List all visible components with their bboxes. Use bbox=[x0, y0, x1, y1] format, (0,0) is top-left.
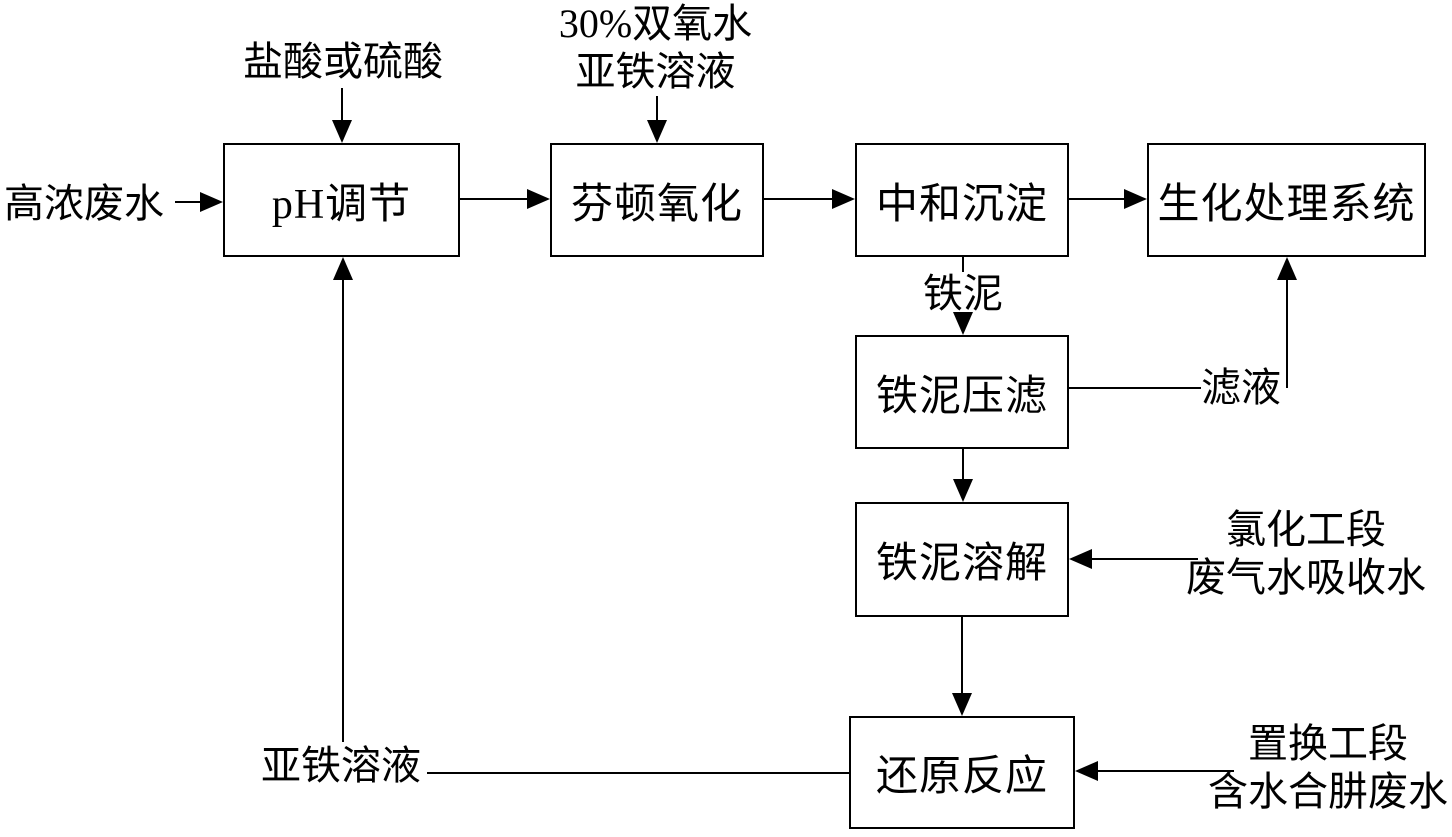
arrowhead-into-reduction bbox=[952, 693, 972, 716]
label-displacement-feed-line1: 置换工段 bbox=[1248, 721, 1408, 766]
connector-chlorination-shaft bbox=[1092, 558, 1198, 560]
box-iron-mud-dissolve: 铁泥溶解 bbox=[855, 502, 1069, 617]
connector-press-to-filtrate bbox=[1069, 387, 1201, 389]
label-acid-feed: 盐酸或硫酸 bbox=[243, 39, 443, 84]
connector-reduction-to-ferrous bbox=[427, 772, 849, 774]
box-iron-mud-dissolve-label: 铁泥溶解 bbox=[875, 541, 1048, 587]
box-fenton-oxidation: 芬顿氧化 bbox=[550, 143, 764, 257]
connector-ph-to-fenton bbox=[460, 198, 528, 200]
arrowhead-influent-into-ph bbox=[200, 192, 223, 212]
connector-fenton-to-neutral bbox=[764, 198, 833, 200]
box-iron-mud-press: 铁泥压滤 bbox=[855, 335, 1069, 449]
label-iron-mud: 铁泥 bbox=[923, 271, 1003, 316]
connector-dissolve-to-reduction bbox=[961, 617, 963, 694]
label-filtrate: 滤液 bbox=[1201, 365, 1281, 410]
box-reduction-reaction: 还原反应 bbox=[849, 716, 1075, 829]
label-influent: 高浓废水 bbox=[4, 181, 164, 226]
arrowhead-ferrous-into-ph bbox=[333, 257, 353, 280]
label-ferrous-solution: 亚铁溶液 bbox=[261, 743, 421, 788]
arrowhead-chlorination-into-dissolve bbox=[1069, 549, 1092, 569]
connector-neutral-to-bio bbox=[1069, 198, 1125, 200]
connector-neutral-ironmud-stub bbox=[962, 257, 964, 272]
box-iron-mud-press-label: 铁泥压滤 bbox=[875, 373, 1048, 420]
box-ph-adjust-label: pH调节 bbox=[271, 181, 412, 228]
connector-press-to-dissolve bbox=[962, 449, 964, 480]
arrowhead-displacement-into-reduction bbox=[1075, 761, 1098, 781]
label-displacement-feed-line2: 含水合肼废水 bbox=[1208, 769, 1448, 814]
arrowhead-into-dissolve bbox=[953, 479, 973, 502]
label-peroxide-feed-line2: 亚铁溶液 bbox=[575, 49, 736, 94]
box-reduction-reaction-label: 还原反应 bbox=[875, 754, 1048, 800]
box-neutral-precipitation-label: 中和沉淀 bbox=[875, 181, 1048, 228]
arrowhead-into-bio bbox=[1124, 189, 1147, 209]
connector-filtrate-up-shaft bbox=[1286, 280, 1288, 388]
label-chlorination-feed-line2: 废气水吸收水 bbox=[1186, 555, 1426, 600]
label-peroxide-feed: 30%双氧水 亚铁溶液 bbox=[528, 0, 783, 96]
connector-peroxide-shaft bbox=[656, 96, 658, 122]
connector-acid-shaft bbox=[341, 88, 343, 122]
box-ph-adjust: pH调节 bbox=[223, 143, 460, 257]
label-displacement-feed: 置换工段 含水合肼废水 bbox=[1172, 720, 1452, 816]
label-chlorination-feed-line1: 氯化工段 bbox=[1226, 507, 1386, 552]
arrowhead-ironmud-into-press bbox=[953, 312, 973, 335]
arrowhead-peroxide-into-fenton bbox=[647, 120, 667, 143]
box-fenton-oxidation-label: 芬顿氧化 bbox=[570, 181, 743, 228]
box-neutral-precipitation: 中和沉淀 bbox=[855, 143, 1069, 257]
label-chlorination-feed: 氯化工段 废气水吸收水 bbox=[1150, 506, 1452, 602]
connector-ferrous-up-shaft bbox=[342, 280, 344, 742]
label-peroxide-feed-line1: 30%双氧水 bbox=[558, 1, 753, 46]
connector-displacement-shaft bbox=[1098, 770, 1234, 772]
arrowhead-acid-into-ph bbox=[332, 120, 352, 143]
box-biochemical-system-label: 生化处理系统 bbox=[1157, 181, 1416, 228]
box-biochemical-system: 生化处理系统 bbox=[1147, 143, 1426, 257]
arrowhead-into-neutral bbox=[832, 189, 855, 209]
arrowhead-filtrate-into-bio bbox=[1277, 257, 1297, 280]
arrowhead-into-fenton bbox=[527, 189, 550, 209]
connector-influent-shaft bbox=[175, 201, 203, 203]
